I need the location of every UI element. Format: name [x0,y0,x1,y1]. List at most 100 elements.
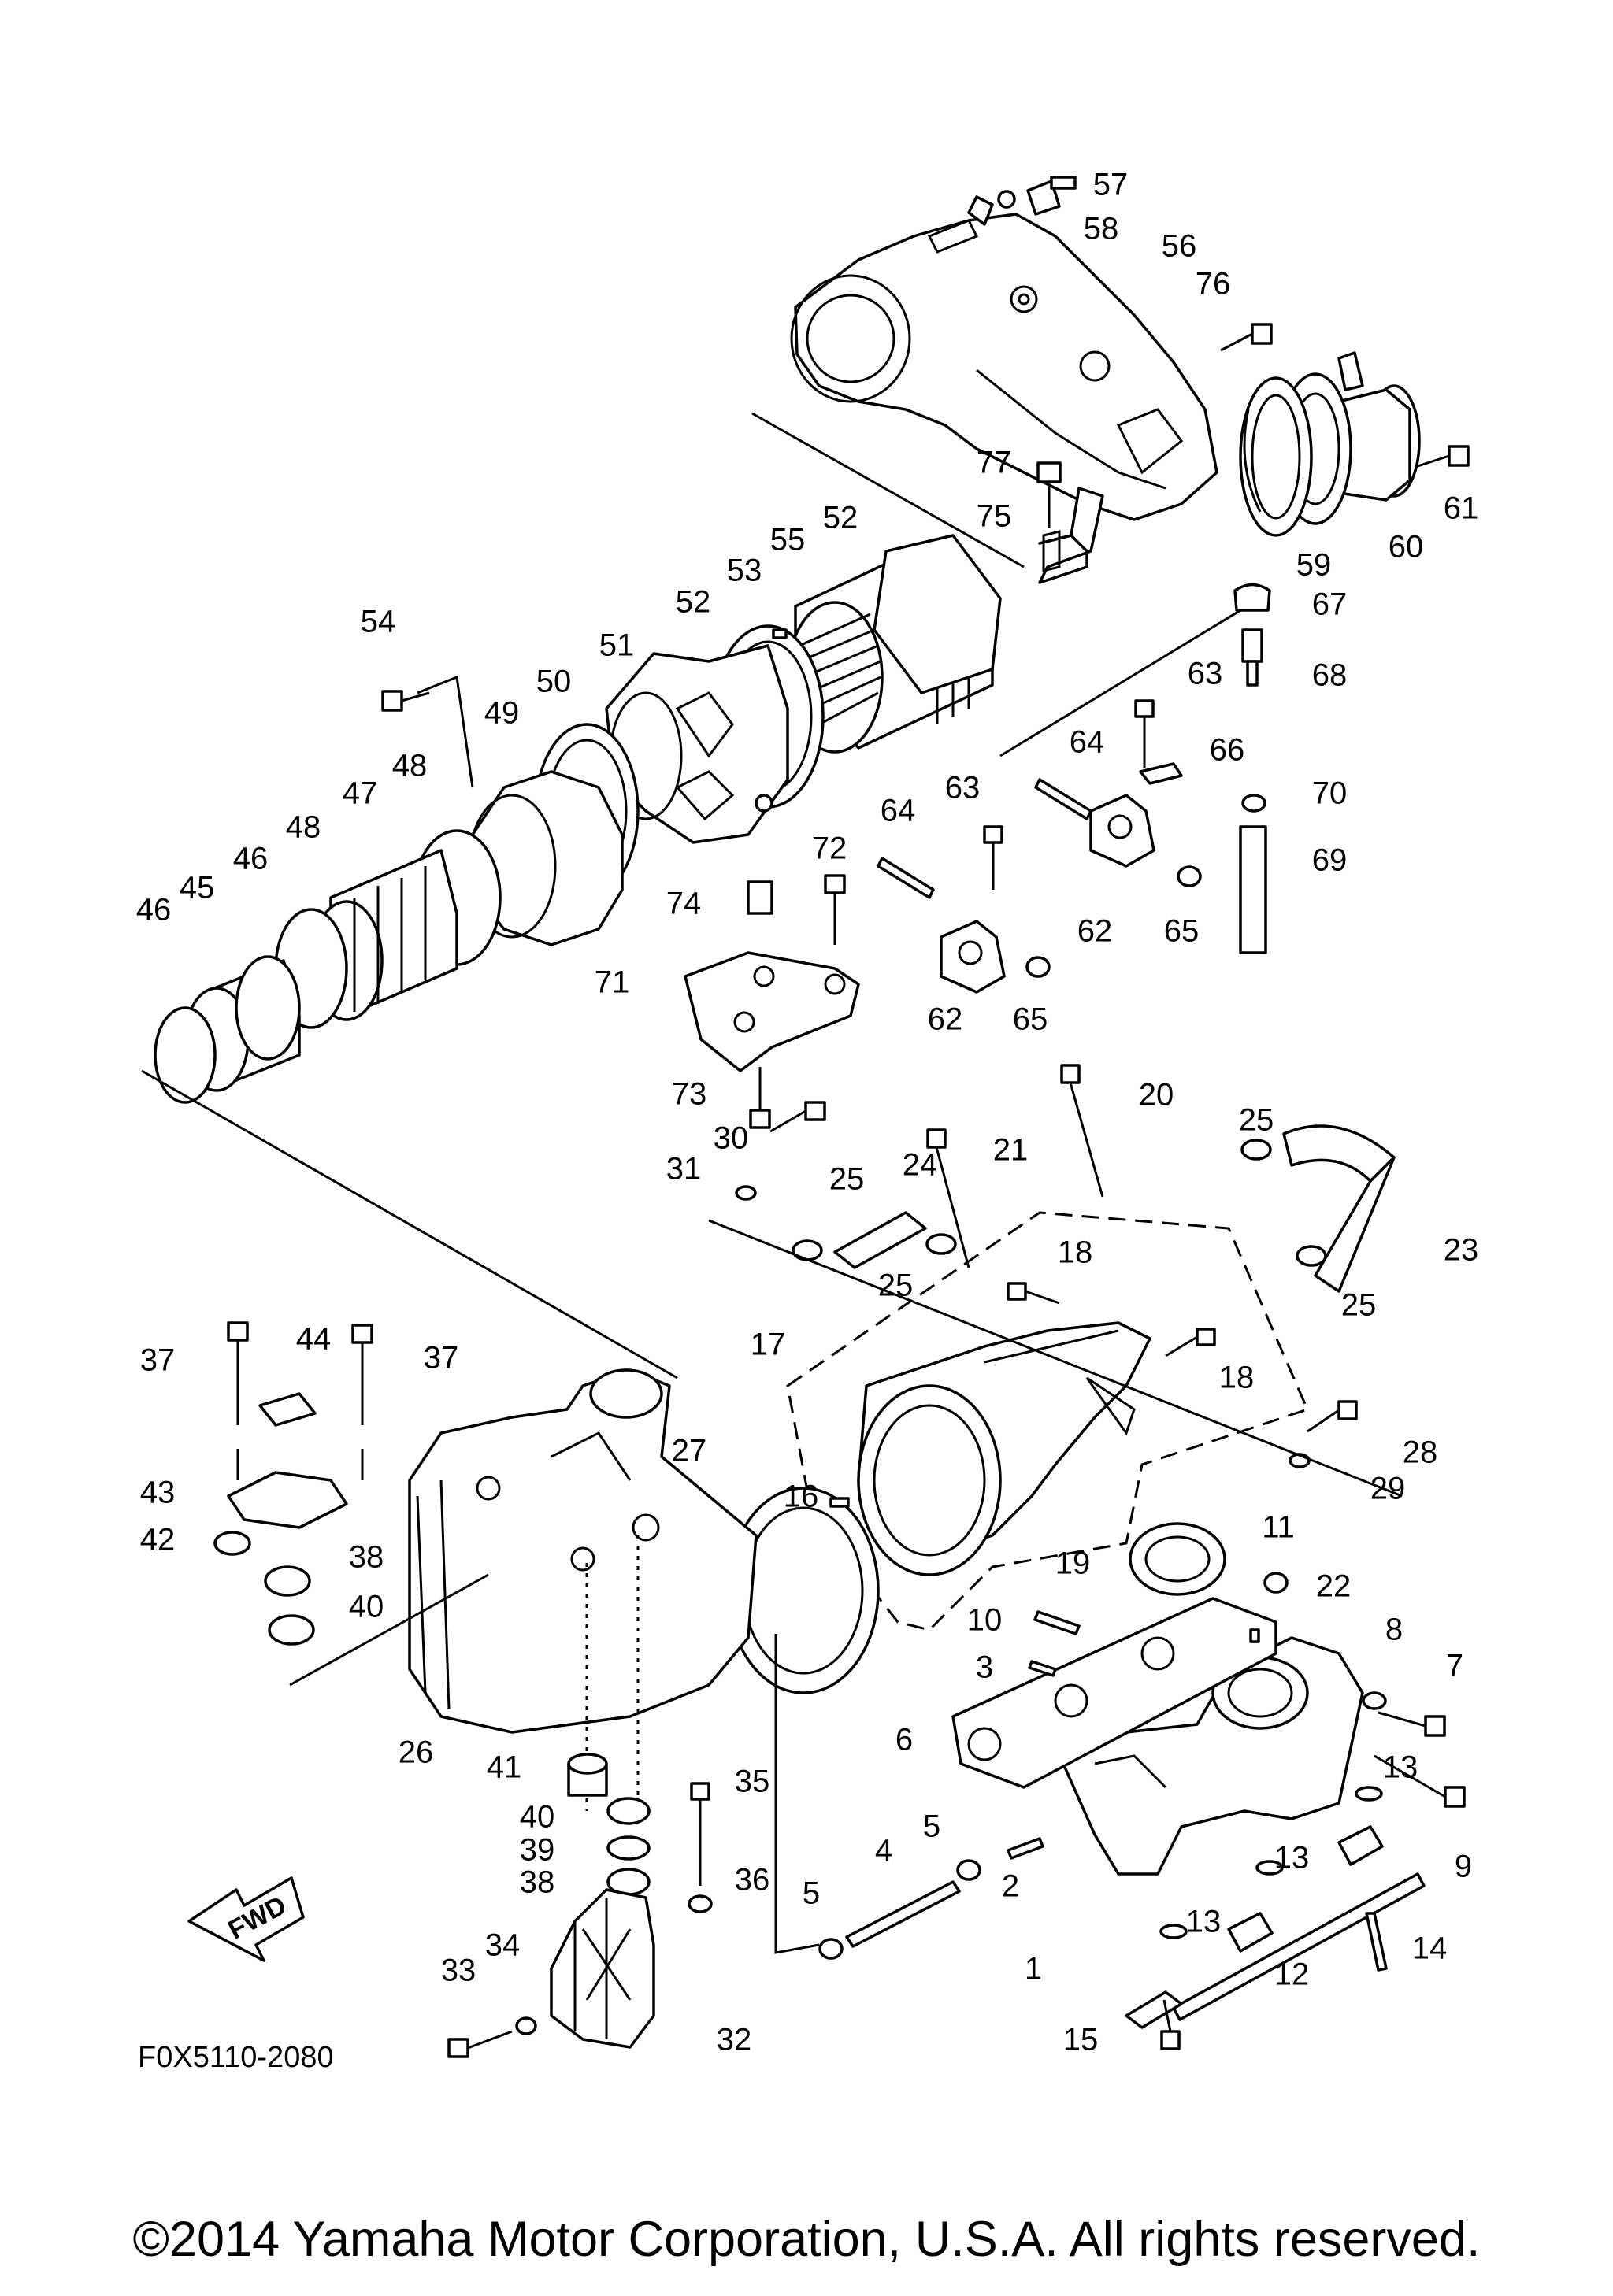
callout-31: 31 [666,1152,702,1187]
callout-44: 44 [296,1322,332,1357]
nut-5-a [956,1859,981,1881]
bracket-75 [1038,487,1104,584]
callout-21: 21 [993,1133,1029,1168]
callout-11: 11 [1262,1510,1295,1545]
assembly-line-upper [751,412,1025,568]
bracket-71 [684,951,860,1072]
exhaust-pipe-17 [857,1321,1151,1576]
callout-68: 68 [1312,658,1348,693]
manifold-1 [1062,1636,1364,1876]
bolt-63-b [1134,699,1155,768]
clamp-46-b [154,1006,217,1104]
callout-5: 5 [803,1876,820,1911]
callout-75: 75 [977,499,1012,534]
callout-53: 53 [727,554,762,588]
callout-40: 40 [520,1800,555,1835]
nut-65-a [1025,956,1051,978]
pin-22 [1249,1628,1260,1643]
callout-19: 19 [1055,1546,1091,1581]
water-lock-26 [408,1368,758,1734]
fwd-arrow-icon [187,1876,305,1962]
callout-24: 24 [903,1148,938,1183]
hose-24 [833,1211,927,1269]
bolt-line-54 [417,675,474,788]
stud-64-a [877,857,935,899]
o-ring-58 [997,190,1016,209]
bolt-61 [1417,445,1470,468]
plate-66 [1139,762,1183,785]
callout-37: 37 [140,1343,176,1378]
clamp-25-c [1240,1139,1272,1161]
bracket-43 [227,1471,348,1529]
callout-13: 13 [1274,1841,1310,1876]
callout-45: 45 [180,871,215,905]
gasket-59 [1239,376,1313,537]
bolt-9 [1374,1754,1466,1808]
bolt-33 [447,2030,513,2058]
callout-65: 65 [1164,914,1200,949]
callout-48: 48 [392,749,428,783]
bolt-63-a [983,825,1003,890]
callout-25: 25 [1239,1103,1274,1138]
nut-5-b [818,1938,844,1960]
callout-32: 32 [717,2023,752,2057]
callout-60: 60 [1389,530,1424,565]
hose-23 [1282,1124,1396,1293]
callout-74: 74 [666,887,702,921]
stud-64-b [1034,778,1092,820]
callout-25: 25 [878,1268,914,1303]
callout-42: 42 [140,1523,176,1557]
callout-47: 47 [343,776,378,811]
callout-14: 14 [1412,1931,1448,1966]
pad-44 [258,1392,317,1427]
bolt-14 [1365,1912,1388,1972]
callout-48: 48 [286,810,321,845]
callout-62: 62 [928,1002,963,1037]
callout-38: 38 [349,1540,384,1575]
gasket-19 [1129,1522,1226,1596]
callout-65: 65 [1013,1002,1048,1037]
callout-76: 76 [1196,267,1231,302]
callout-3: 3 [976,1650,993,1685]
callout-2: 2 [1002,1869,1019,1904]
grommet-40-b [606,1797,651,1825]
callout-5: 5 [923,1809,940,1844]
bolt-76 [1220,323,1273,352]
bracket-62-a [940,920,1006,994]
o-ring-13-c [1159,1924,1188,1939]
callout-7: 7 [1446,1649,1463,1683]
grommet-40-a [268,1614,315,1646]
callout-35: 35 [735,1765,770,1799]
callout-20: 20 [1139,1078,1174,1113]
callout-57: 57 [1093,168,1129,202]
assembly-line-17 [708,1219,1403,1498]
callout-39: 39 [520,1833,555,1868]
callout-23: 23 [1444,1233,1479,1268]
callout-50: 50 [536,665,572,699]
callout-52: 52 [676,585,711,620]
callout-29: 29 [1370,1472,1406,1506]
bolt-54 [381,690,430,712]
callout-63: 63 [1188,657,1223,691]
callout-43: 43 [140,1476,176,1510]
callout-15: 15 [1063,2023,1099,2057]
collar-74 [747,880,773,915]
pin-16 [829,1497,850,1508]
callout-77: 77 [977,446,1012,480]
o-ring-13-a [1355,1786,1383,1802]
diagram-code: F0X5110-2080 [138,2041,334,2074]
bolt-35 [690,1782,710,1886]
callout-4: 4 [875,1834,892,1868]
bolt-37-b [351,1324,373,1425]
pipe-12 [1125,1825,1426,2029]
bolt-73 [749,1067,771,1129]
gasket-6 [951,1597,1277,1789]
callout-36: 36 [735,1863,770,1898]
callout-27: 27 [672,1434,707,1468]
fitting-57 [1026,176,1077,216]
assembly-line-26 [289,1573,489,1687]
callout-54: 54 [361,605,396,639]
bolt-18-b [1165,1328,1216,1357]
washer-31 [735,1185,757,1201]
